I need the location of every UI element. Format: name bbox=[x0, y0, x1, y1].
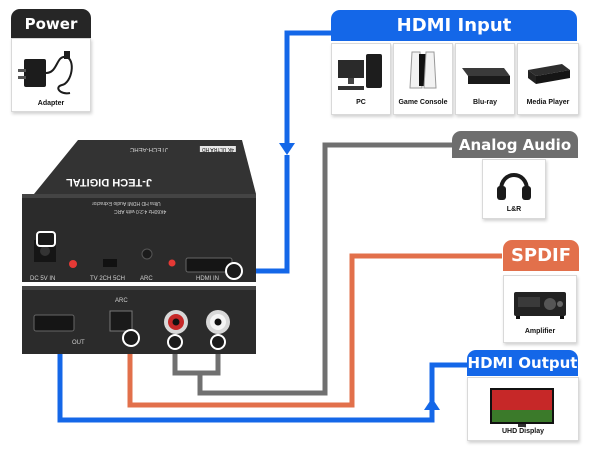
analog-audio-split bbox=[172, 345, 221, 376]
hdmi-input-header: HDMI Input bbox=[331, 10, 577, 41]
game-console-label: Game Console bbox=[398, 99, 448, 106]
media-player-label: Media Player bbox=[526, 99, 570, 106]
amplifier-label: Amplifier bbox=[524, 328, 556, 335]
hdmi-input-source-bluray: Blu-ray bbox=[455, 43, 515, 115]
analog-audio-header-label: Analog Audio bbox=[458, 135, 572, 154]
lr-label: L&R bbox=[506, 206, 522, 213]
hdmi-input-source-game-console: Game Console bbox=[393, 43, 453, 115]
headphones-icon bbox=[497, 173, 531, 200]
analog-audio-card: L&R bbox=[482, 159, 546, 219]
power-header: Power bbox=[11, 9, 91, 38]
hdmi-out-label: OUT bbox=[72, 340, 85, 346]
hdmi-input-line bbox=[284, 30, 332, 150]
hdmi-output-arrow bbox=[424, 398, 440, 410]
dc-in-label: DC 5V IN bbox=[30, 276, 56, 282]
arc-button-label: ARC bbox=[140, 276, 153, 282]
bluray-player-icon bbox=[462, 68, 510, 84]
analog-audio-header: Analog Audio bbox=[452, 131, 578, 158]
uhd-display-label: UHD Display bbox=[501, 428, 544, 435]
pc-icon bbox=[338, 54, 382, 90]
analog-audio-line bbox=[197, 142, 453, 396]
hdmi-in-label: HDMI IN bbox=[196, 276, 219, 282]
adapter-label: Adapter bbox=[37, 100, 65, 107]
hdmi-output-header: HDMI Output bbox=[467, 350, 578, 376]
amplifier-icon bbox=[514, 292, 566, 319]
tv-switch-label: TV 2CH 5CH bbox=[90, 276, 126, 282]
power-header-label: Power bbox=[24, 14, 78, 33]
hdmi-input-source-pc: PC bbox=[331, 43, 391, 115]
hdmi-output-line bbox=[57, 335, 468, 423]
game-console-icon bbox=[409, 51, 437, 89]
pc-label: PC bbox=[356, 99, 366, 106]
spdif-header-label: SPDIF bbox=[510, 245, 572, 266]
uhd-display-icon bbox=[490, 388, 554, 427]
hdmi-output-header-label: HDMI Output bbox=[467, 354, 578, 372]
spdif-line bbox=[127, 253, 502, 408]
hdmi-input-header-label: HDMI Input bbox=[396, 15, 512, 36]
spdif-card: Amplifier bbox=[503, 275, 577, 343]
arc-optical-label: ARC bbox=[115, 298, 128, 304]
spdif-header: SPDIF bbox=[503, 240, 579, 271]
adapter-icon bbox=[18, 51, 73, 95]
hdmi-output-card: UHD Display bbox=[467, 377, 579, 441]
bluray-label: Blu-ray bbox=[472, 99, 498, 106]
hdmi-input-arrow bbox=[279, 143, 295, 155]
hdmi-input-source-media-player: Media Player bbox=[517, 43, 579, 115]
media-player-icon bbox=[528, 64, 570, 84]
adapter-card: Adapter bbox=[11, 38, 91, 112]
